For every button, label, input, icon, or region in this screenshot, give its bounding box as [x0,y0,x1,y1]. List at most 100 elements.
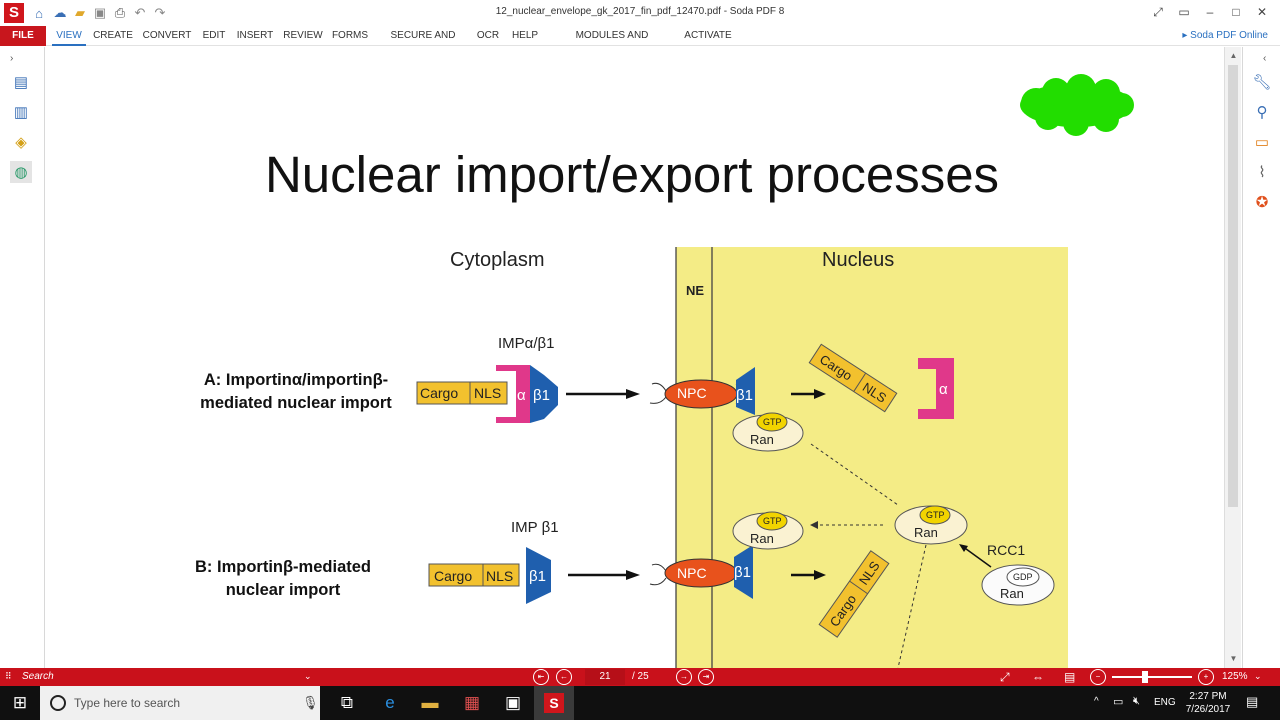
windows-start-icon[interactable]: ⊞ [12,693,28,712]
bookmarks-icon[interactable]: ▥ [13,104,29,121]
npc-label-a: NPC [677,385,707,401]
imp-beta1-label: IMP β1 [511,519,559,536]
collapse-panel-icon[interactable]: ‹ [1263,53,1267,64]
tab-create[interactable]: CREATE [93,30,133,41]
clock[interactable]: 2:27 PM 7/26/2017 [1180,690,1236,716]
print-icon[interactable]: ⎙ [114,5,126,20]
cargo-box-a [416,381,508,405]
soda-pdf-taskbar-icon[interactable]: S [534,686,574,720]
gdp-label: GDP [1013,572,1033,582]
row-a-caption-line1: A: Importinα/importinβ- [203,371,389,389]
network-icon[interactable]: ▭ [1113,696,1124,708]
fit-page-icon[interactable]: ⤢ [1000,670,1010,684]
close-button[interactable]: ✕ [1256,5,1268,19]
show-hidden-icons-icon[interactable]: ^ [1094,696,1099,707]
importin-alpha-a [496,365,530,423]
soda-pdf-online-link[interactable]: ▸ Soda PDF Online [1182,30,1268,41]
attachment-icon[interactable]: ⌇ [1258,164,1266,181]
tab-help[interactable]: HELP [511,30,539,41]
left-side-panel: › ▤ ▥ ◈ ◍ [0,47,45,668]
beta1-label-nucleus-b: β1 [734,564,751,581]
importin-beta-in-nucleus-b [734,545,753,599]
zoom-slider[interactable] [1112,676,1192,678]
action-center-icon[interactable]: ▤ [1246,694,1259,709]
alpha-label-released: α [939,381,948,398]
zoom-in-icon[interactable]: + [1198,669,1214,685]
redo-icon[interactable]: ↷ [154,5,166,20]
tab-insert[interactable]: INSERT [236,30,274,41]
next-page-icon[interactable]: → [676,669,692,685]
microphone-icon[interactable]: 🎙︎ [302,695,319,710]
zoom-out-icon[interactable]: − [1090,669,1106,685]
tab-convert[interactable]: CONVERT [142,30,192,41]
cargo-released-b: Cargo NLS [818,550,890,638]
soda-app-icon[interactable]: S [4,3,24,23]
ran-label-gdp: Ran [1000,586,1024,601]
alpha-label-a: α [517,387,526,404]
gtp-label-a: GTP [763,417,782,427]
cargo-released-a: Cargo NLS [808,343,898,413]
windows-taskbar: ⊞ Type here to search 🎙︎ ⧉ e ▬ ▦ ▣ S ^ ▭… [0,686,1280,720]
last-page-icon[interactable]: ⇥ [698,669,714,685]
gift-app-icon[interactable]: ▦ [463,693,481,712]
ran-label-center: Ran [914,525,938,540]
taskbar-search-box[interactable]: Type here to search 🎙︎ [40,686,320,720]
fullscreen-icon[interactable]: ⤢ [1153,5,1163,19]
scroll-thumb[interactable] [1228,65,1238,507]
soda-pdf-online-label: Soda PDF Online [1190,30,1268,41]
certificate-icon[interactable]: ✪ [1255,194,1269,211]
globe-search-icon[interactable]: ◍ [10,161,32,183]
home-icon[interactable]: ⌂ [35,5,43,21]
zoom-dropdown-icon[interactable]: ⌄ [1254,671,1262,681]
vertical-scrollbar[interactable]: ▲ ▼ [1224,47,1241,668]
first-page-icon[interactable]: ⇤ [533,669,549,685]
beta1-label-b: β1 [529,568,546,585]
binoculars-icon[interactable]: ⚲ [1256,104,1268,121]
clock-time: 2:27 PM [1189,691,1227,702]
minimize-button[interactable]: – [1206,5,1214,19]
page-number-input[interactable]: 21 [585,669,625,685]
tab-edit[interactable]: EDIT [202,30,226,41]
zoom-level[interactable]: 125% [1222,671,1248,682]
fit-width-icon[interactable]: ⇔ [1032,670,1044,684]
importin-beta-b [526,547,551,604]
document-viewer[interactable]: Cargo NLS Cargo [46,47,1224,668]
importin-beta-in-nucleus-a [736,367,755,415]
ran-label-b: Ran [750,531,774,546]
tab-activate[interactable]: ACTIVATE [684,30,732,41]
tab-file[interactable]: FILE [0,26,46,46]
language-indicator[interactable]: ENG [1154,697,1176,708]
comments-icon[interactable]: ▭ [1254,134,1270,151]
tab-modules-and-packages[interactable]: MODULES AND PACKAGES [575,30,649,61]
volume-muted-icon[interactable]: 🔇︎ [1133,695,1140,707]
wrench-icon[interactable]: 🔧︎ [1252,74,1272,91]
expand-panel-icon[interactable]: › [10,53,14,64]
task-view-icon[interactable]: ⧉ [340,693,354,712]
cortana-icon [50,695,66,711]
open-folder-icon[interactable]: ▰ [75,5,85,20]
tab-view[interactable]: VIEW [52,26,86,46]
undo-icon[interactable]: ↶ [134,5,146,20]
store-icon[interactable]: ▣ [504,693,522,712]
tab-ocr[interactable]: OCR [476,30,500,41]
search-input[interactable]: Search [18,669,318,685]
tab-secure-and-sign[interactable]: SECURE AND SIGN [390,30,456,61]
grip-icon[interactable]: ⠿ [5,671,12,681]
prev-page-icon[interactable]: ← [556,669,572,685]
file-explorer-icon[interactable]: ▬ [421,693,439,712]
layers-icon[interactable]: ◈ [15,134,27,151]
thumbnails-icon[interactable]: ▤ [13,74,29,91]
scroll-down-arrow[interactable]: ▼ [1229,654,1238,663]
zoom-slider-thumb[interactable] [1142,671,1148,683]
save-icon[interactable]: ▣ [93,5,107,20]
restore-layout-icon[interactable]: ▭ [1178,5,1190,19]
cloud-icon[interactable]: ☁ [53,5,67,20]
edge-browser-icon[interactable]: e [385,693,395,712]
tab-forms[interactable]: FORMS [331,30,369,41]
maximize-button[interactable]: □ [1232,5,1240,19]
scroll-up-arrow[interactable]: ▲ [1229,51,1238,60]
tab-review[interactable]: REVIEW [283,30,323,41]
imp-alpha-beta-label: IMPα/β1 [498,335,555,352]
single-page-icon[interactable]: ▤ [1064,670,1076,684]
search-dropdown-icon[interactable]: ⌄ [304,671,312,681]
